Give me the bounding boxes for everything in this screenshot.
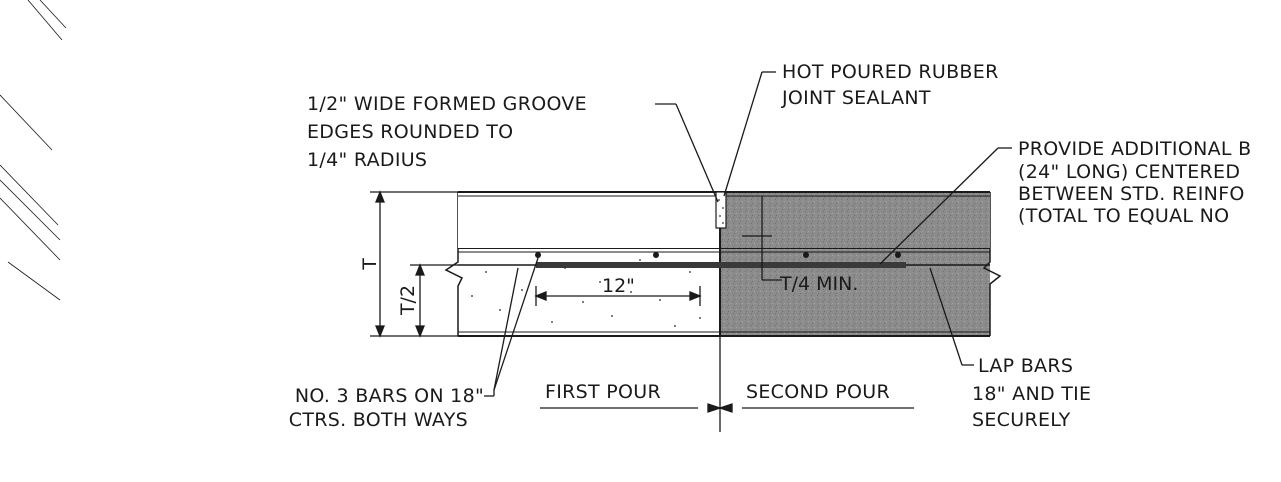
embed-dimension (534, 286, 702, 306)
groove-note-line1: 1/2" WIDE FORMED GROOVE (307, 93, 587, 115)
additional-note-line2: (24" LONG) CENTERED (1018, 161, 1240, 183)
rebar-dots (535, 252, 901, 258)
bars-note-line1: NO. 3 BARS ON 18" (295, 385, 484, 407)
half-thickness-dimension (410, 263, 458, 338)
lap-note-line3: SECURELY (972, 409, 1071, 431)
first-pour-slab (458, 248, 720, 336)
sealant-note-line1: HOT POURED RUBBER (782, 61, 999, 83)
embed-label: 12" (602, 275, 635, 297)
scan-artifacts (0, 0, 67, 301)
first-pour-upper (458, 192, 720, 248)
leader-lines (484, 71, 1012, 432)
break-line-left (444, 192, 464, 336)
second-pour-label: SECOND POUR (746, 381, 890, 403)
lap-note-line1: LAP BARS (978, 355, 1073, 377)
second-pour-upper (720, 192, 990, 248)
quarter-min-label: T/4 MIN. (779, 273, 858, 295)
thickness-label: T (359, 258, 381, 271)
groove-note-line3: 1/4" RADIUS (307, 149, 427, 171)
quarter-depth-dimension (742, 196, 782, 281)
thickness-dimension (370, 190, 458, 338)
additional-note-line3: BETWEEN STD. REINFO (1018, 183, 1245, 205)
lap-note-line2: 18" AND TIE (972, 383, 1091, 405)
concrete-aggregate (471, 259, 701, 327)
half-thickness-label: T/2 (397, 285, 419, 316)
sealant-note-line2: JOINT SEALANT (781, 87, 931, 109)
break-line-right (982, 192, 1002, 336)
first-pour-label: FIRST POUR (545, 381, 661, 403)
groove-note-line2: EDGES ROUNDED TO (307, 121, 513, 143)
sealant-groove (715, 191, 727, 229)
additional-note-line1: PROVIDE ADDITIONAL B (1018, 138, 1251, 160)
dowel-bar (536, 262, 906, 268)
sealant-specks (718, 199, 724, 224)
bars-note-line2: CTRS. BOTH WAYS (289, 409, 468, 431)
additional-note-line4: (TOTAL TO EQUAL NO (1018, 205, 1229, 227)
